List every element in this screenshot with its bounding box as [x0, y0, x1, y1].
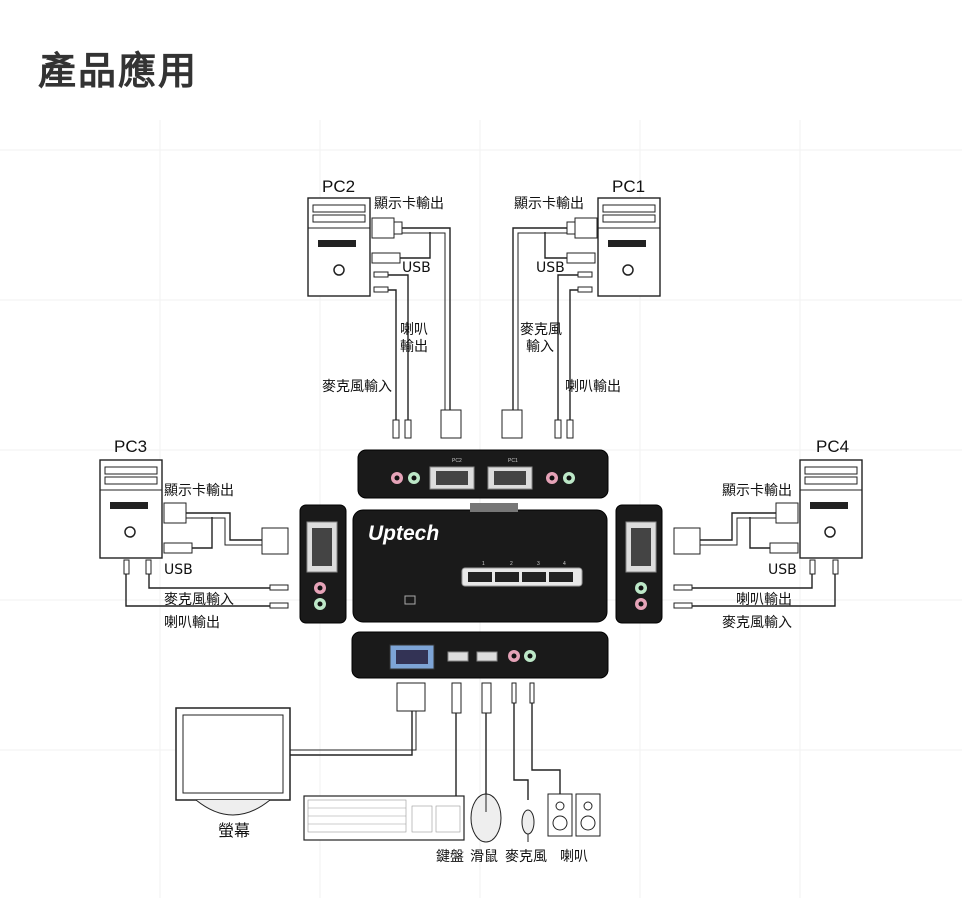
pc4-tower-icon [799, 459, 863, 559]
pc1-mic-label-line2: 輸入 [526, 339, 554, 355]
kvm-top-panel: PC2 PC1 [357, 449, 609, 499]
pc3-usb-label: USB [164, 562, 193, 578]
pc4-usb-label: USB [768, 562, 797, 578]
pc1-tower-icon [597, 197, 661, 297]
kvm-port-number-1: 1 [482, 561, 485, 567]
monitor-label: 螢幕 [218, 821, 250, 840]
pc4-group: PC4 顯示卡輸出 USB 喇叭輸出 麥克風輸入 [673, 437, 863, 631]
speakers-label: 喇叭 [560, 849, 588, 865]
pc1-usb-label: USB [536, 260, 565, 276]
pc4-vga-label: 顯示卡輸出 [722, 483, 792, 499]
mouse-label: 滑鼠 [470, 848, 498, 865]
pc2-usb-label: USB [402, 260, 431, 276]
monitor-icon: 螢幕 [175, 707, 291, 840]
pc2-mic-label: 麥克風輸入 [322, 379, 392, 395]
keyboard-icon [303, 795, 465, 841]
kvm-port-number-3: 3 [537, 561, 540, 567]
page-title: 產品應用 [38, 49, 199, 93]
microphone-icon [521, 809, 535, 842]
kvm-top-port-label-2: PC1 [508, 458, 518, 464]
pc4-speaker-label: 喇叭輸出 [736, 592, 792, 608]
kvm-port-number-4: 4 [563, 561, 566, 567]
pc1-speaker-label: 喇叭輸出 [565, 379, 621, 395]
kvm-right-side-panel [615, 504, 663, 624]
pc3-label: PC3 [114, 437, 147, 456]
pc3-group: PC3 顯示卡輸出 USB 麥克風輸入 喇叭輸出 [99, 437, 289, 631]
pc4-label: PC4 [816, 437, 849, 456]
pc4-mic-label: 麥克風輸入 [722, 615, 792, 631]
pc3-speaker-label: 喇叭輸出 [164, 615, 220, 631]
pc2-vga-label: 顯示卡輸出 [374, 196, 444, 212]
kvm-top-port-label-1: PC2 [452, 458, 462, 464]
pc2-speaker-label-line2: 輸出 [400, 339, 428, 355]
microphone-label: 麥克風 [505, 849, 547, 865]
peripheral-labels: 鍵盤 滑鼠 麥克風 喇叭 [436, 848, 588, 865]
pc2-speaker-label-line1: 喇叭 [400, 322, 428, 338]
kvm-brand-logo: Uptech [368, 522, 439, 545]
console-cables [290, 682, 561, 800]
pc3-mic-label: 麥克風輸入 [164, 592, 234, 608]
speakers-icon [547, 793, 601, 837]
keyboard-label: 鍵盤 [436, 849, 464, 865]
pc2-tower-icon [307, 197, 371, 297]
kvm-console-panel [351, 631, 609, 679]
mouse-icon [470, 793, 502, 843]
pc1-mic-label-line1: 麥克風 [520, 322, 562, 338]
pc3-vga-label: 顯示卡輸出 [164, 483, 234, 499]
kvm-switch-body: Uptech 1 2 3 4 [352, 503, 608, 623]
pc2-label: PC2 [322, 177, 355, 196]
pc1-label: PC1 [612, 177, 645, 196]
pc2-group: PC2 顯示卡輸出 USB 喇叭 輸出 麥克風輸入 [307, 177, 462, 439]
pc1-vga-label: 顯示卡輸出 [514, 196, 584, 212]
pc1-group: PC1 顯示卡輸出 USB 麥克風 輸入 喇叭輸出 [501, 177, 661, 439]
kvm-port-number-2: 2 [510, 561, 513, 567]
kvm-left-side-panel [299, 504, 347, 624]
pc3-tower-icon [99, 459, 163, 559]
